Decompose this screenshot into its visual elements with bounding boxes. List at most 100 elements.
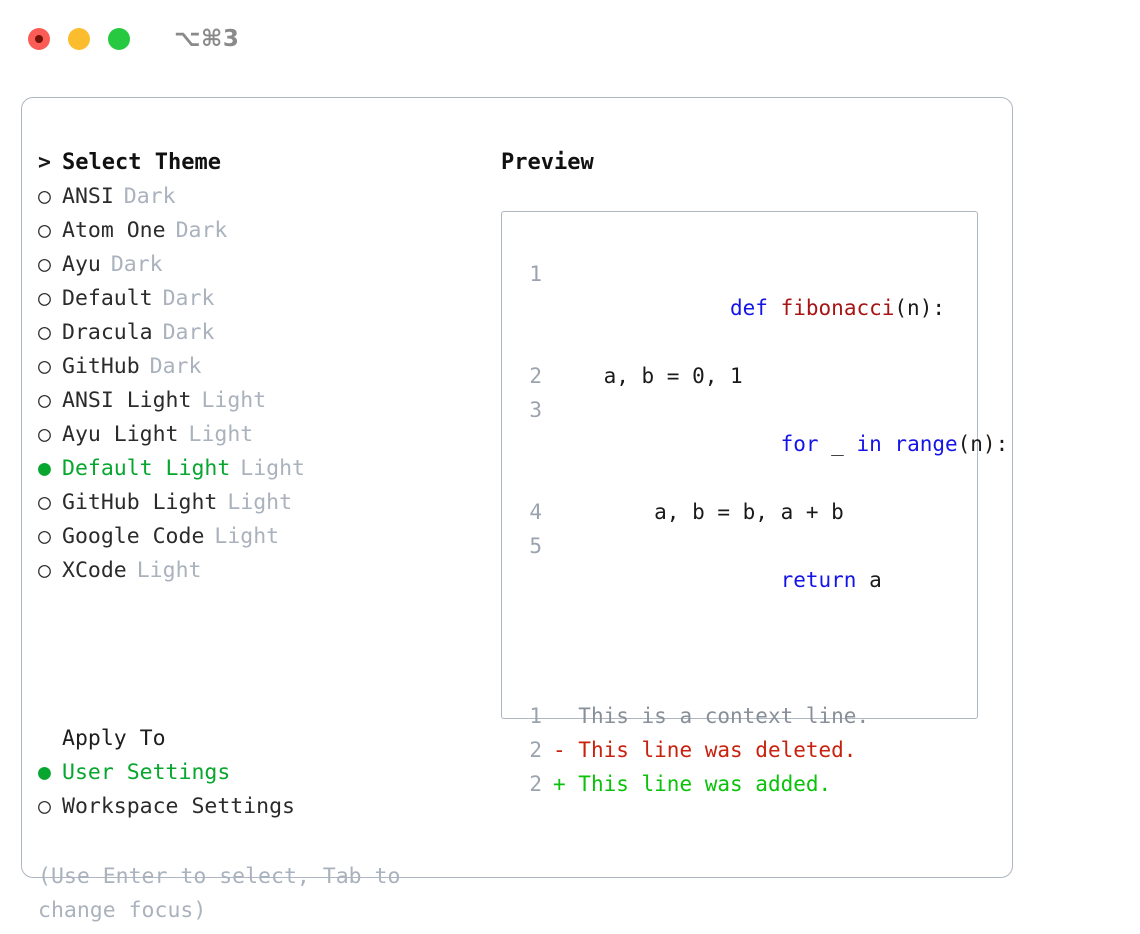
radio-selected-icon[interactable]: ● <box>38 456 51 481</box>
theme-item-tag: Light <box>227 490 293 515</box>
radio-unselected-icon[interactable]: ○ <box>38 218 51 243</box>
zoom-button[interactable] <box>108 28 130 50</box>
theme-item-github-light[interactable]: ○ GitHub Light Light <box>38 486 488 520</box>
radio-unselected-icon[interactable]: ○ <box>38 490 51 515</box>
code-token <box>768 296 781 320</box>
radio-unselected-icon[interactable]: ○ <box>38 184 51 209</box>
apply-to-item-user-settings[interactable]: ● User Settings <box>38 756 488 790</box>
minimize-button[interactable] <box>68 28 90 50</box>
theme-item-ayu-light[interactable]: ○ Ayu Light Light <box>38 418 488 452</box>
diff-text: This is a context line. <box>565 704 870 728</box>
keyboard-shortcut-label: ⌥⌘3 <box>174 25 240 52</box>
theme-item-label: ANSI <box>62 184 114 209</box>
code-content: a, b = b, a + b <box>553 500 844 524</box>
prompt-caret-icon: > <box>38 150 51 175</box>
code-line: 2 a, b = 0, 1 <box>502 359 977 393</box>
theme-item-google-code[interactable]: ○ Google Code Light <box>38 520 488 554</box>
code-token: def <box>730 296 768 320</box>
theme-item-label: GitHub <box>62 354 140 379</box>
preview-box: 1 def fibonacci(n): 2 a, b = 0, 1 3 for … <box>501 211 1008 796</box>
theme-item-ayu-dark[interactable]: ○ Ayu Dark <box>38 248 488 282</box>
line-number: 2 <box>529 738 542 762</box>
radio-unselected-icon[interactable]: ○ <box>38 354 51 379</box>
diff-text: This line was deleted. <box>565 738 857 762</box>
radio-unselected-icon[interactable]: ○ <box>38 794 51 819</box>
apply-to-heading: Apply To <box>38 722 488 756</box>
theme-item-label: Ayu <box>62 252 101 277</box>
radio-unselected-icon[interactable]: ○ <box>38 320 51 345</box>
keyboard-hint-line-2: change focus) <box>38 898 207 923</box>
apply-to-heading-label: Apply To <box>62 726 166 751</box>
line-number: 2 <box>529 772 542 796</box>
radio-unselected-icon[interactable]: ○ <box>38 558 51 583</box>
theme-selector-list: > Select Theme ○ ANSI Dark ○ Atom One Da… <box>38 146 488 588</box>
line-number: 1 <box>529 704 542 728</box>
code-spacer <box>502 631 977 665</box>
select-theme-heading: > Select Theme <box>38 146 488 180</box>
theme-item-atom-one-dark[interactable]: ○ Atom One Dark <box>38 214 488 248</box>
main-panel: > Select Theme ○ ANSI Dark ○ Atom One Da… <box>21 97 1013 923</box>
title-bar: ⌥⌘3 <box>0 0 1140 78</box>
apply-to-group: Apply To ● User Settings ○ Workspace Set… <box>38 722 488 824</box>
code-token: return <box>780 568 857 592</box>
apply-to-item-label: User Settings <box>62 760 231 785</box>
theme-item-github-dark[interactable]: ○ GitHub Dark <box>38 350 488 384</box>
radio-unselected-icon[interactable]: ○ <box>38 422 51 447</box>
code-token: range <box>894 432 958 456</box>
theme-item-label: GitHub Light <box>62 490 218 515</box>
radio-unselected-icon[interactable]: ○ <box>38 286 51 311</box>
code-token: fibonacci <box>780 296 895 320</box>
code-content: a, b = 0, 1 <box>553 364 743 388</box>
code-line: 4 a, b = b, a + b <box>502 495 977 529</box>
line-number: 2 <box>529 364 542 388</box>
theme-item-ansi-dark[interactable]: ○ ANSI Dark <box>38 180 488 214</box>
theme-item-default-light[interactable]: ● Default Light Light <box>38 452 488 486</box>
diff-sign <box>553 699 566 733</box>
apply-to-item-workspace-settings[interactable]: ○ Workspace Settings <box>38 790 488 824</box>
code-token: for <box>780 432 819 456</box>
theme-item-label: Google Code <box>62 524 205 549</box>
theme-item-label: Ayu Light <box>62 422 179 447</box>
theme-item-dracula-dark[interactable]: ○ Dracula Dark <box>38 316 488 350</box>
radio-unselected-icon[interactable]: ○ <box>38 252 51 277</box>
code-token: a <box>856 568 882 592</box>
code-token <box>882 432 895 456</box>
theme-item-xcode[interactable]: ○ XCode Light <box>38 554 488 588</box>
theme-item-tag: Dark <box>175 218 228 243</box>
theme-item-label: Default <box>62 286 153 311</box>
theme-item-tag: Dark <box>162 286 215 311</box>
keyboard-hint-line-1: (Use Enter to select, Tab to <box>38 864 401 889</box>
theme-item-label: Default Light <box>62 456 231 481</box>
record-dot-icon <box>35 35 43 43</box>
code-line: 5 return a <box>502 529 977 631</box>
radio-selected-icon[interactable]: ● <box>38 760 51 785</box>
theme-item-tag: Dark <box>110 252 163 277</box>
theme-item-label: ANSI Light <box>62 388 192 413</box>
diff-line-context: 1 This is a context line. <box>502 699 977 733</box>
blank-marker <box>38 722 62 756</box>
line-number: 5 <box>529 534 542 558</box>
radio-unselected-icon[interactable]: ○ <box>38 388 51 413</box>
line-number: 4 <box>529 500 542 524</box>
theme-item-ansi-light[interactable]: ○ ANSI Light Light <box>38 384 488 418</box>
theme-item-tag: Dark <box>149 354 202 379</box>
code-line: 3 for _ in range(n): <box>502 393 1008 495</box>
diff-line-added: 2 + This line was added. <box>502 767 977 801</box>
preview-title: Preview <box>501 150 594 175</box>
code-token: _ <box>818 432 857 456</box>
close-button[interactable] <box>28 28 50 50</box>
radio-unselected-icon[interactable]: ○ <box>38 524 51 549</box>
code-token: (n): <box>894 296 945 320</box>
theme-item-label: XCode <box>62 558 127 583</box>
theme-item-default-dark[interactable]: ○ Default Dark <box>38 282 488 316</box>
line-number: 1 <box>529 262 542 286</box>
apply-to-item-label: Workspace Settings <box>62 794 295 819</box>
traffic-light-group <box>28 28 130 50</box>
code-token <box>730 568 781 592</box>
theme-item-label: Dracula <box>62 320 153 345</box>
theme-item-tag: Dark <box>162 320 215 345</box>
theme-item-tag: Light <box>136 558 202 583</box>
code-content: def fibonacci(n): <box>553 257 945 359</box>
diff-line-deleted: 2 - This line was deleted. <box>502 733 977 767</box>
diff-text: This line was added. <box>565 772 832 796</box>
